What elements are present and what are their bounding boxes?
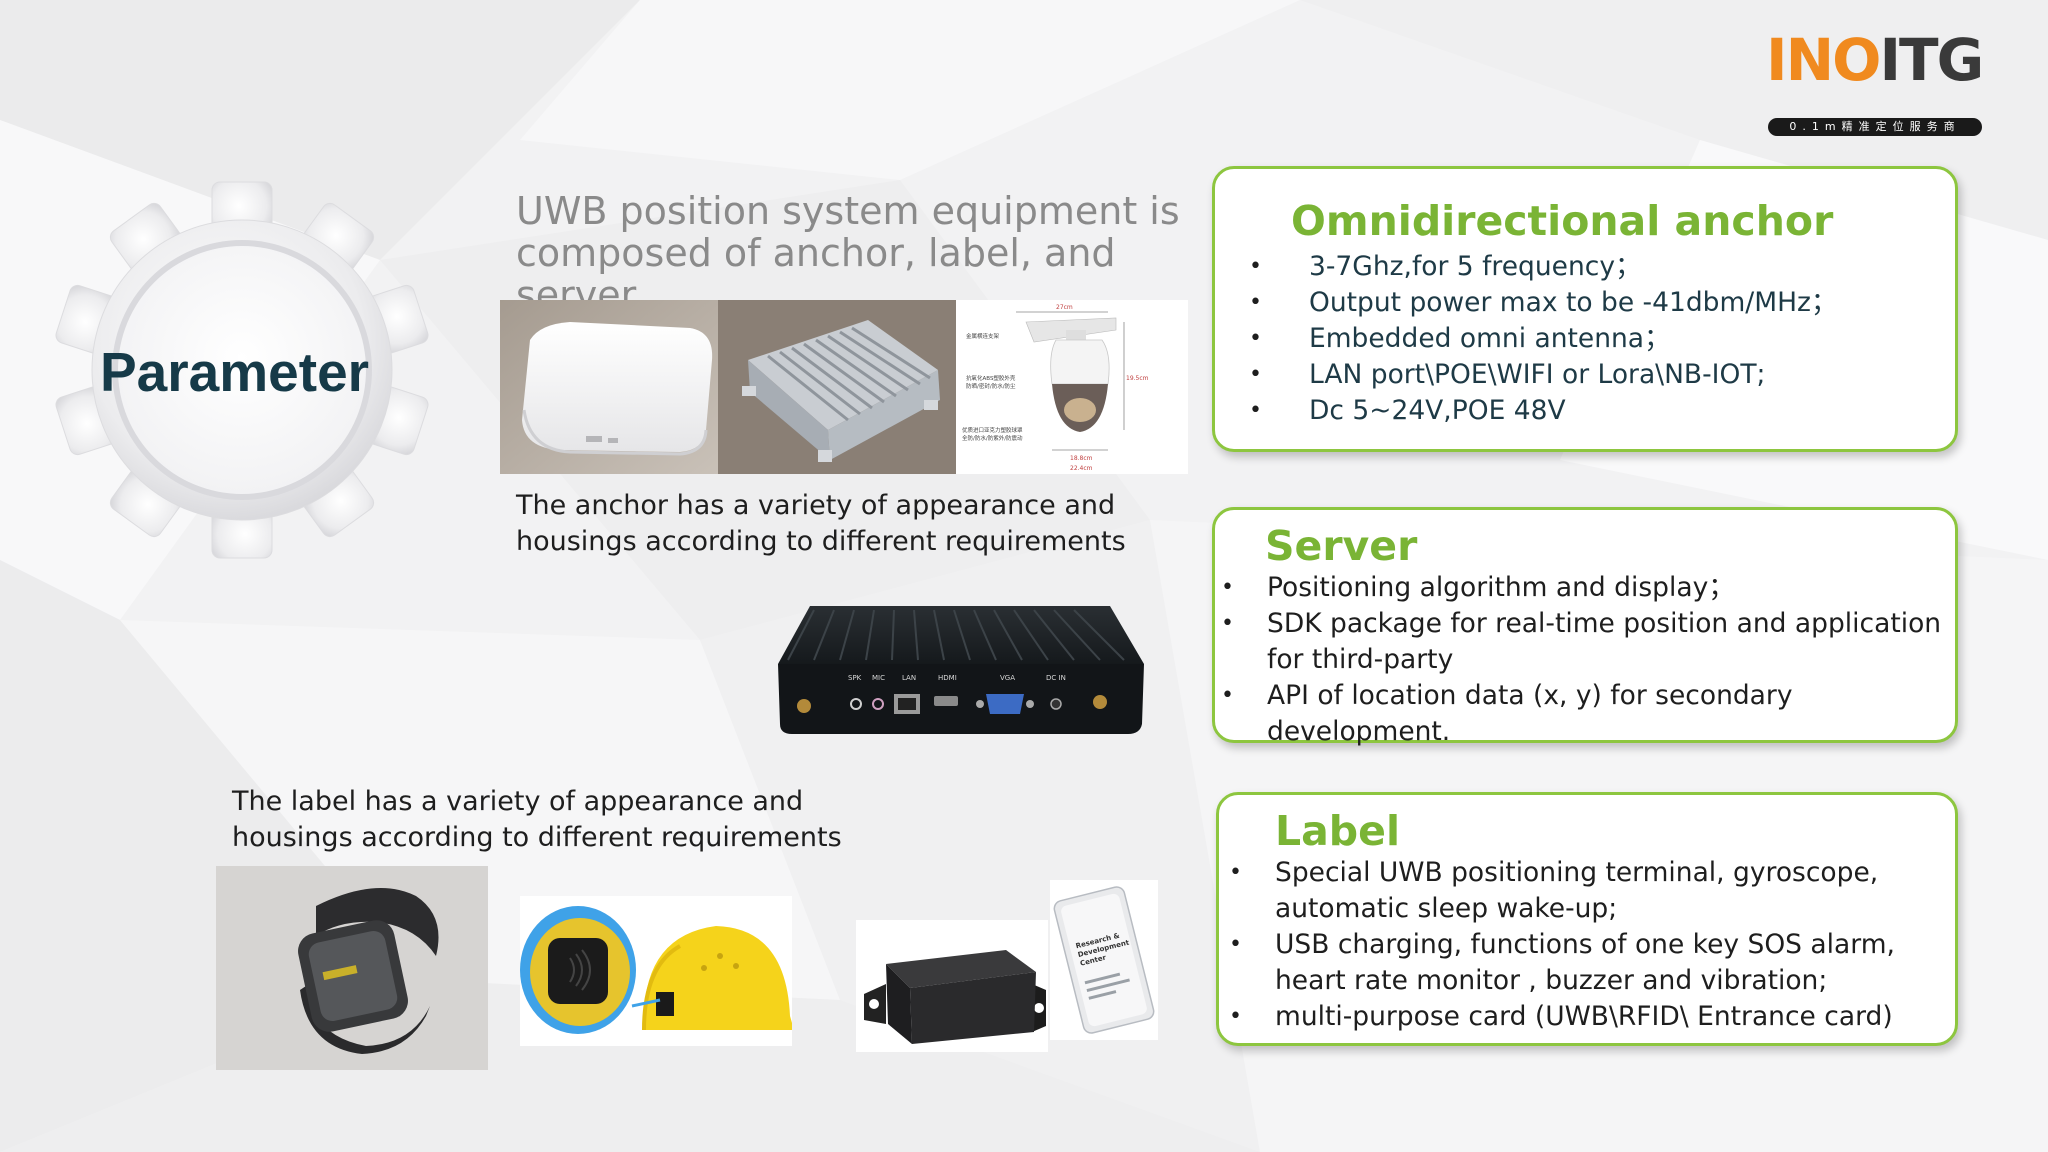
list-item: • SDK package for real-time position and …	[1221, 606, 1951, 678]
dimension-bottom-1: 18.8cm	[1070, 455, 1093, 462]
server-photo: SPK MIC LAN HDMI VGA DC IN	[774, 600, 1146, 740]
diagram-note-1: 金属横连支架	[966, 332, 1000, 340]
slide-title: Parameter	[100, 341, 370, 403]
label-card-title: Label	[1275, 807, 1401, 855]
bullet-icon: •	[1249, 290, 1262, 315]
anchor-spec-card: Omnidirectional anchor • 3-7Ghz,for 5 fre…	[1212, 166, 1958, 452]
port-label-mic: MIC	[872, 674, 885, 682]
list-item: • multi-purpose card (UWB\RFID\ Entrance …	[1229, 999, 1949, 1035]
label-spec-list: • Special UWB positioning terminal, gyros…	[1229, 855, 1949, 1035]
list-item-text: SDK package for real-time position and a…	[1267, 608, 1942, 675]
label-photo-helmet	[520, 896, 792, 1046]
list-item: • 3-7Ghz,for 5 frequency；	[1249, 249, 1949, 285]
list-item: • Output power max to be -41dbm/MHz；	[1249, 285, 1949, 321]
logo-word-orange: INO	[1766, 26, 1881, 94]
list-item-text: 3-7Ghz,for 5 frequency；	[1309, 251, 1642, 282]
list-item: • Positioning algorithm and display；	[1221, 570, 1951, 606]
list-item: • API of location data (x, y) for seconda…	[1221, 678, 1951, 750]
bullet-icon: •	[1249, 326, 1262, 351]
label-photo-wristband	[216, 866, 488, 1070]
list-item: • Special UWB positioning terminal, gyros…	[1229, 855, 1949, 927]
bullet-icon: •	[1249, 362, 1262, 387]
diagram-note-2: 抗氧化ABS塑胶外壳	[966, 374, 1016, 382]
logo-wordmark: INOITG	[1766, 30, 1986, 90]
label-spec-card: Label • Special UWB positioning terminal,…	[1216, 792, 1958, 1046]
anchor-photo-white	[500, 300, 718, 474]
list-item-text: Special UWB positioning terminal, gyrosc…	[1275, 857, 1879, 924]
list-item-text: LAN port\POE\WIFI or Lora\NB-IOT;	[1309, 359, 1766, 390]
gear-icon	[52, 180, 432, 560]
server-spec-card: Server • Positioning algorithm and displa…	[1212, 507, 1958, 747]
dimension-right: 19.5cm	[1126, 375, 1149, 382]
anchor-photo-aluminum	[718, 300, 956, 474]
company-logo: INOITG 0.1m精准定位服务商	[1766, 30, 1986, 136]
server-card-title: Server	[1265, 522, 1418, 570]
bullet-icon: •	[1229, 860, 1242, 885]
port-label-hdmi: HDMI	[938, 674, 957, 682]
anchor-spec-list: • 3-7Ghz,for 5 frequency； • Output power m…	[1249, 249, 1949, 429]
diagram-note-3: 防晒/密封/防水/防尘	[966, 382, 1016, 390]
bullet-icon: •	[1221, 575, 1234, 600]
list-item-text: USB charging, functions of one key SOS a…	[1275, 929, 1895, 996]
list-item-text: Embedded omni antenna；	[1309, 323, 1671, 354]
dimension-top: 27cm	[1056, 304, 1073, 311]
bullet-icon: •	[1221, 611, 1234, 636]
bullet-icon: •	[1229, 1004, 1242, 1029]
list-item: • Dc 5~24V,POE 48V	[1249, 393, 1949, 429]
list-item-text: Positioning algorithm and display；	[1267, 572, 1735, 603]
bullet-icon: •	[1249, 398, 1262, 423]
intro-text: UWB position system equipment is compose…	[516, 189, 1180, 317]
list-item: • USB charging, functions of one key SOS …	[1229, 927, 1949, 999]
port-label-vga: VGA	[1000, 674, 1015, 682]
label-photo-card: Research & Development Center	[1050, 880, 1158, 1040]
list-item: • Embedded omni antenna；	[1249, 321, 1949, 357]
diagram-note-4: 优质进口亚克力塑胶球罩	[962, 426, 1023, 434]
anchor-card-title: Omnidirectional anchor	[1291, 197, 1834, 245]
anchor-photo-dome-diagram: 27cm 19.5cm 18.8cm 22.4cm 金属横连支架 抗氧化ABS塑…	[956, 300, 1188, 474]
logo-word-dark: ITG	[1879, 26, 1984, 94]
port-label-spk: SPK	[848, 674, 862, 682]
bullet-icon: •	[1221, 683, 1234, 708]
list-item-text: Output power max to be -41dbm/MHz；	[1309, 287, 1838, 318]
server-spec-list: • Positioning algorithm and display； • SDK…	[1221, 570, 1951, 750]
bullet-icon: •	[1229, 932, 1242, 957]
list-item-text: API of location data (x, y) for secondar…	[1267, 680, 1793, 747]
bullet-icon: •	[1249, 254, 1262, 279]
port-label-dcin: DC IN	[1046, 674, 1066, 682]
logo-tagline: 0.1m精准定位服务商	[1768, 118, 1982, 136]
port-label-lan: LAN	[902, 674, 916, 682]
list-item-text: multi-purpose card (UWB\RFID\ Entrance c…	[1275, 1001, 1893, 1032]
list-item-text: Dc 5~24V,POE 48V	[1309, 395, 1566, 426]
dimension-bottom-2: 22.4cm	[1070, 465, 1093, 472]
diagram-note-5: 全防/防水/防紫外/防震动	[962, 434, 1023, 442]
label-photo-box-tag	[856, 920, 1048, 1052]
anchor-caption: The anchor has a variety of appearance a…	[516, 490, 1126, 557]
label-caption: The label has a variety of appearance an…	[232, 786, 842, 853]
list-item: • LAN port\POE\WIFI or Lora\NB-IOT;	[1249, 357, 1949, 393]
